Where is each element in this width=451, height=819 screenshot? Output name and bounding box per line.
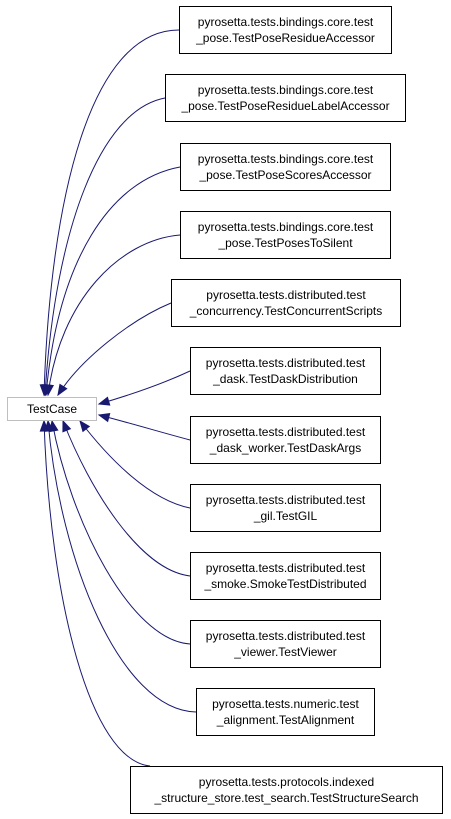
arrowhead bbox=[79, 419, 91, 433]
class-name-line2: _dask_worker.TestDaskArgs bbox=[209, 441, 362, 455]
arrowhead bbox=[44, 383, 55, 397]
inheritance-edge bbox=[43, 29, 180, 396]
arrowhead bbox=[97, 413, 111, 423]
inheritance-edge bbox=[79, 420, 191, 509]
arrowhead bbox=[62, 419, 72, 433]
derived-class-node[interactable]: pyrosetta.tests.distributed.test _dask.T… bbox=[190, 347, 381, 395]
class-name-line2: _alignment.TestAlignment bbox=[216, 713, 355, 727]
class-name-line2: _dask.TestDaskDistribution bbox=[213, 372, 358, 386]
class-name-line1: pyrosetta.tests.bindings.core.test bbox=[197, 15, 374, 29]
inheritance-edge bbox=[57, 302, 172, 396]
arrowhead bbox=[57, 383, 68, 397]
inheritance-edge bbox=[62, 420, 191, 577]
derived-class-node[interactable]: pyrosetta.tests.distributed.test _concur… bbox=[171, 279, 401, 327]
derived-class-node[interactable]: pyrosetta.tests.numeric.test _alignment.… bbox=[196, 688, 375, 736]
arrowhead bbox=[97, 396, 111, 406]
derived-class-node[interactable]: pyrosetta.tests.distributed.test _gil.Te… bbox=[190, 484, 381, 532]
inheritance-edge bbox=[47, 420, 197, 713]
class-name-line2: _structure_store.test_search.TestStructu… bbox=[154, 791, 419, 805]
derived-class-node[interactable]: pyrosetta.tests.distributed.test _smoke.… bbox=[190, 552, 381, 600]
derived-class-node[interactable]: pyrosetta.tests.bindings.core.test _pose… bbox=[179, 6, 392, 54]
inheritance-edge bbox=[43, 420, 151, 767]
derived-class-node[interactable]: pyrosetta.tests.bindings.core.test _pose… bbox=[180, 143, 391, 191]
inheritance-edge bbox=[98, 370, 191, 405]
inheritance-edge bbox=[47, 234, 181, 396]
class-name-line1: pyrosetta.tests.numeric.test bbox=[212, 697, 359, 711]
base-class-node[interactable]: TestCase bbox=[7, 397, 97, 421]
class-name-line2: _pose.TestPosesToSilent bbox=[218, 236, 353, 250]
base-class-label: TestCase bbox=[26, 402, 78, 416]
class-name-line1: pyrosetta.tests.bindings.core.test bbox=[197, 83, 374, 97]
class-name-line2: _smoke.SmokeTestDistributed bbox=[204, 577, 367, 591]
class-name-line1: pyrosetta.tests.distributed.test bbox=[206, 288, 366, 302]
derived-class-node[interactable]: pyrosetta.tests.distributed.test _dask_w… bbox=[190, 416, 381, 464]
class-name-line2: _concurrency.TestConcurrentScripts bbox=[189, 304, 383, 318]
class-name-line1: pyrosetta.tests.distributed.test bbox=[205, 561, 366, 575]
class-name-line2: _pose.TestPoseResidueLabelAccessor bbox=[181, 99, 390, 113]
class-name-line2: _gil.TestGIL bbox=[253, 509, 318, 523]
inheritance-edge bbox=[44, 97, 166, 396]
class-name-line1: pyrosetta.tests.distributed.test bbox=[205, 425, 366, 439]
derived-class-node[interactable]: pyrosetta.tests.bindings.core.test _pose… bbox=[180, 211, 391, 259]
arrowhead bbox=[39, 419, 50, 432]
class-name-line1: pyrosetta.tests.protocols.indexed bbox=[198, 775, 375, 789]
derived-class-node[interactable]: pyrosetta.tests.protocols.indexed _struc… bbox=[130, 766, 443, 814]
inheritance-edge bbox=[51, 420, 191, 645]
class-name-line1: pyrosetta.tests.distributed.test bbox=[205, 629, 366, 643]
inheritance-edge bbox=[45, 166, 181, 396]
inheritance-edge bbox=[98, 414, 191, 441]
class-name-line1: pyrosetta.tests.bindings.core.test bbox=[197, 152, 374, 166]
derived-class-node[interactable]: pyrosetta.tests.distributed.test _viewer… bbox=[190, 620, 381, 668]
class-name-line2: _pose.TestPoseResidueAccessor bbox=[196, 31, 375, 45]
class-name-line2: _viewer.TestViewer bbox=[234, 645, 337, 659]
class-name-line1: pyrosetta.tests.bindings.core.test bbox=[197, 220, 374, 234]
derived-class-node[interactable]: pyrosetta.tests.bindings.core.test _pose… bbox=[165, 74, 406, 122]
class-name-line2: _pose.TestPoseScoresAccessor bbox=[199, 168, 372, 182]
class-name-line1: pyrosetta.tests.distributed.test bbox=[205, 356, 366, 370]
class-name-line1: pyrosetta.tests.distributed.test bbox=[205, 493, 366, 507]
